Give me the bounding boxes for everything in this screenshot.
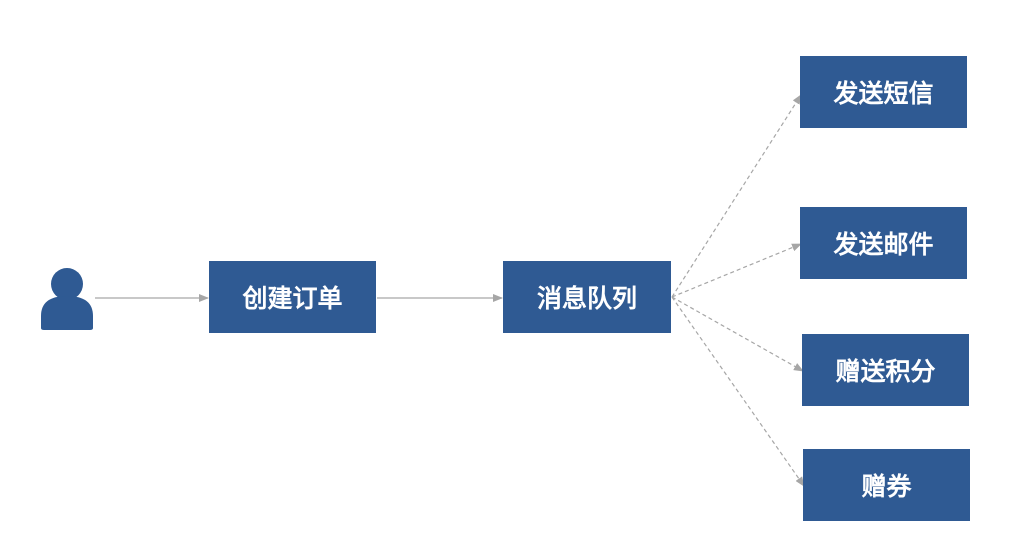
user-icon (41, 268, 93, 330)
message-queue-node: 消息队列 (503, 261, 671, 333)
arrow-queue-to-give-coupon (671, 296, 805, 487)
create-order-label: 创建订单 (242, 284, 343, 313)
give-coupon-node: 赠券 (803, 449, 970, 521)
send-email-node: 发送邮件 (800, 207, 967, 279)
message-queue-label: 消息队列 (536, 284, 637, 313)
create-order-node: 创建订单 (209, 261, 376, 333)
send-sms-label: 发送短信 (833, 79, 934, 108)
give-points-label: 赠送积分 (835, 357, 936, 386)
send-email-label: 发送邮件 (833, 230, 934, 259)
give-coupon-label: 赠券 (861, 472, 912, 501)
arrow-queue-to-send-email (671, 243, 802, 298)
give-points-node: 赠送积分 (802, 334, 969, 406)
arrow-queue-to-give-points (671, 296, 804, 372)
send-sms-node: 发送短信 (800, 56, 967, 128)
arrow-queue-to-send-sms (671, 94, 802, 298)
